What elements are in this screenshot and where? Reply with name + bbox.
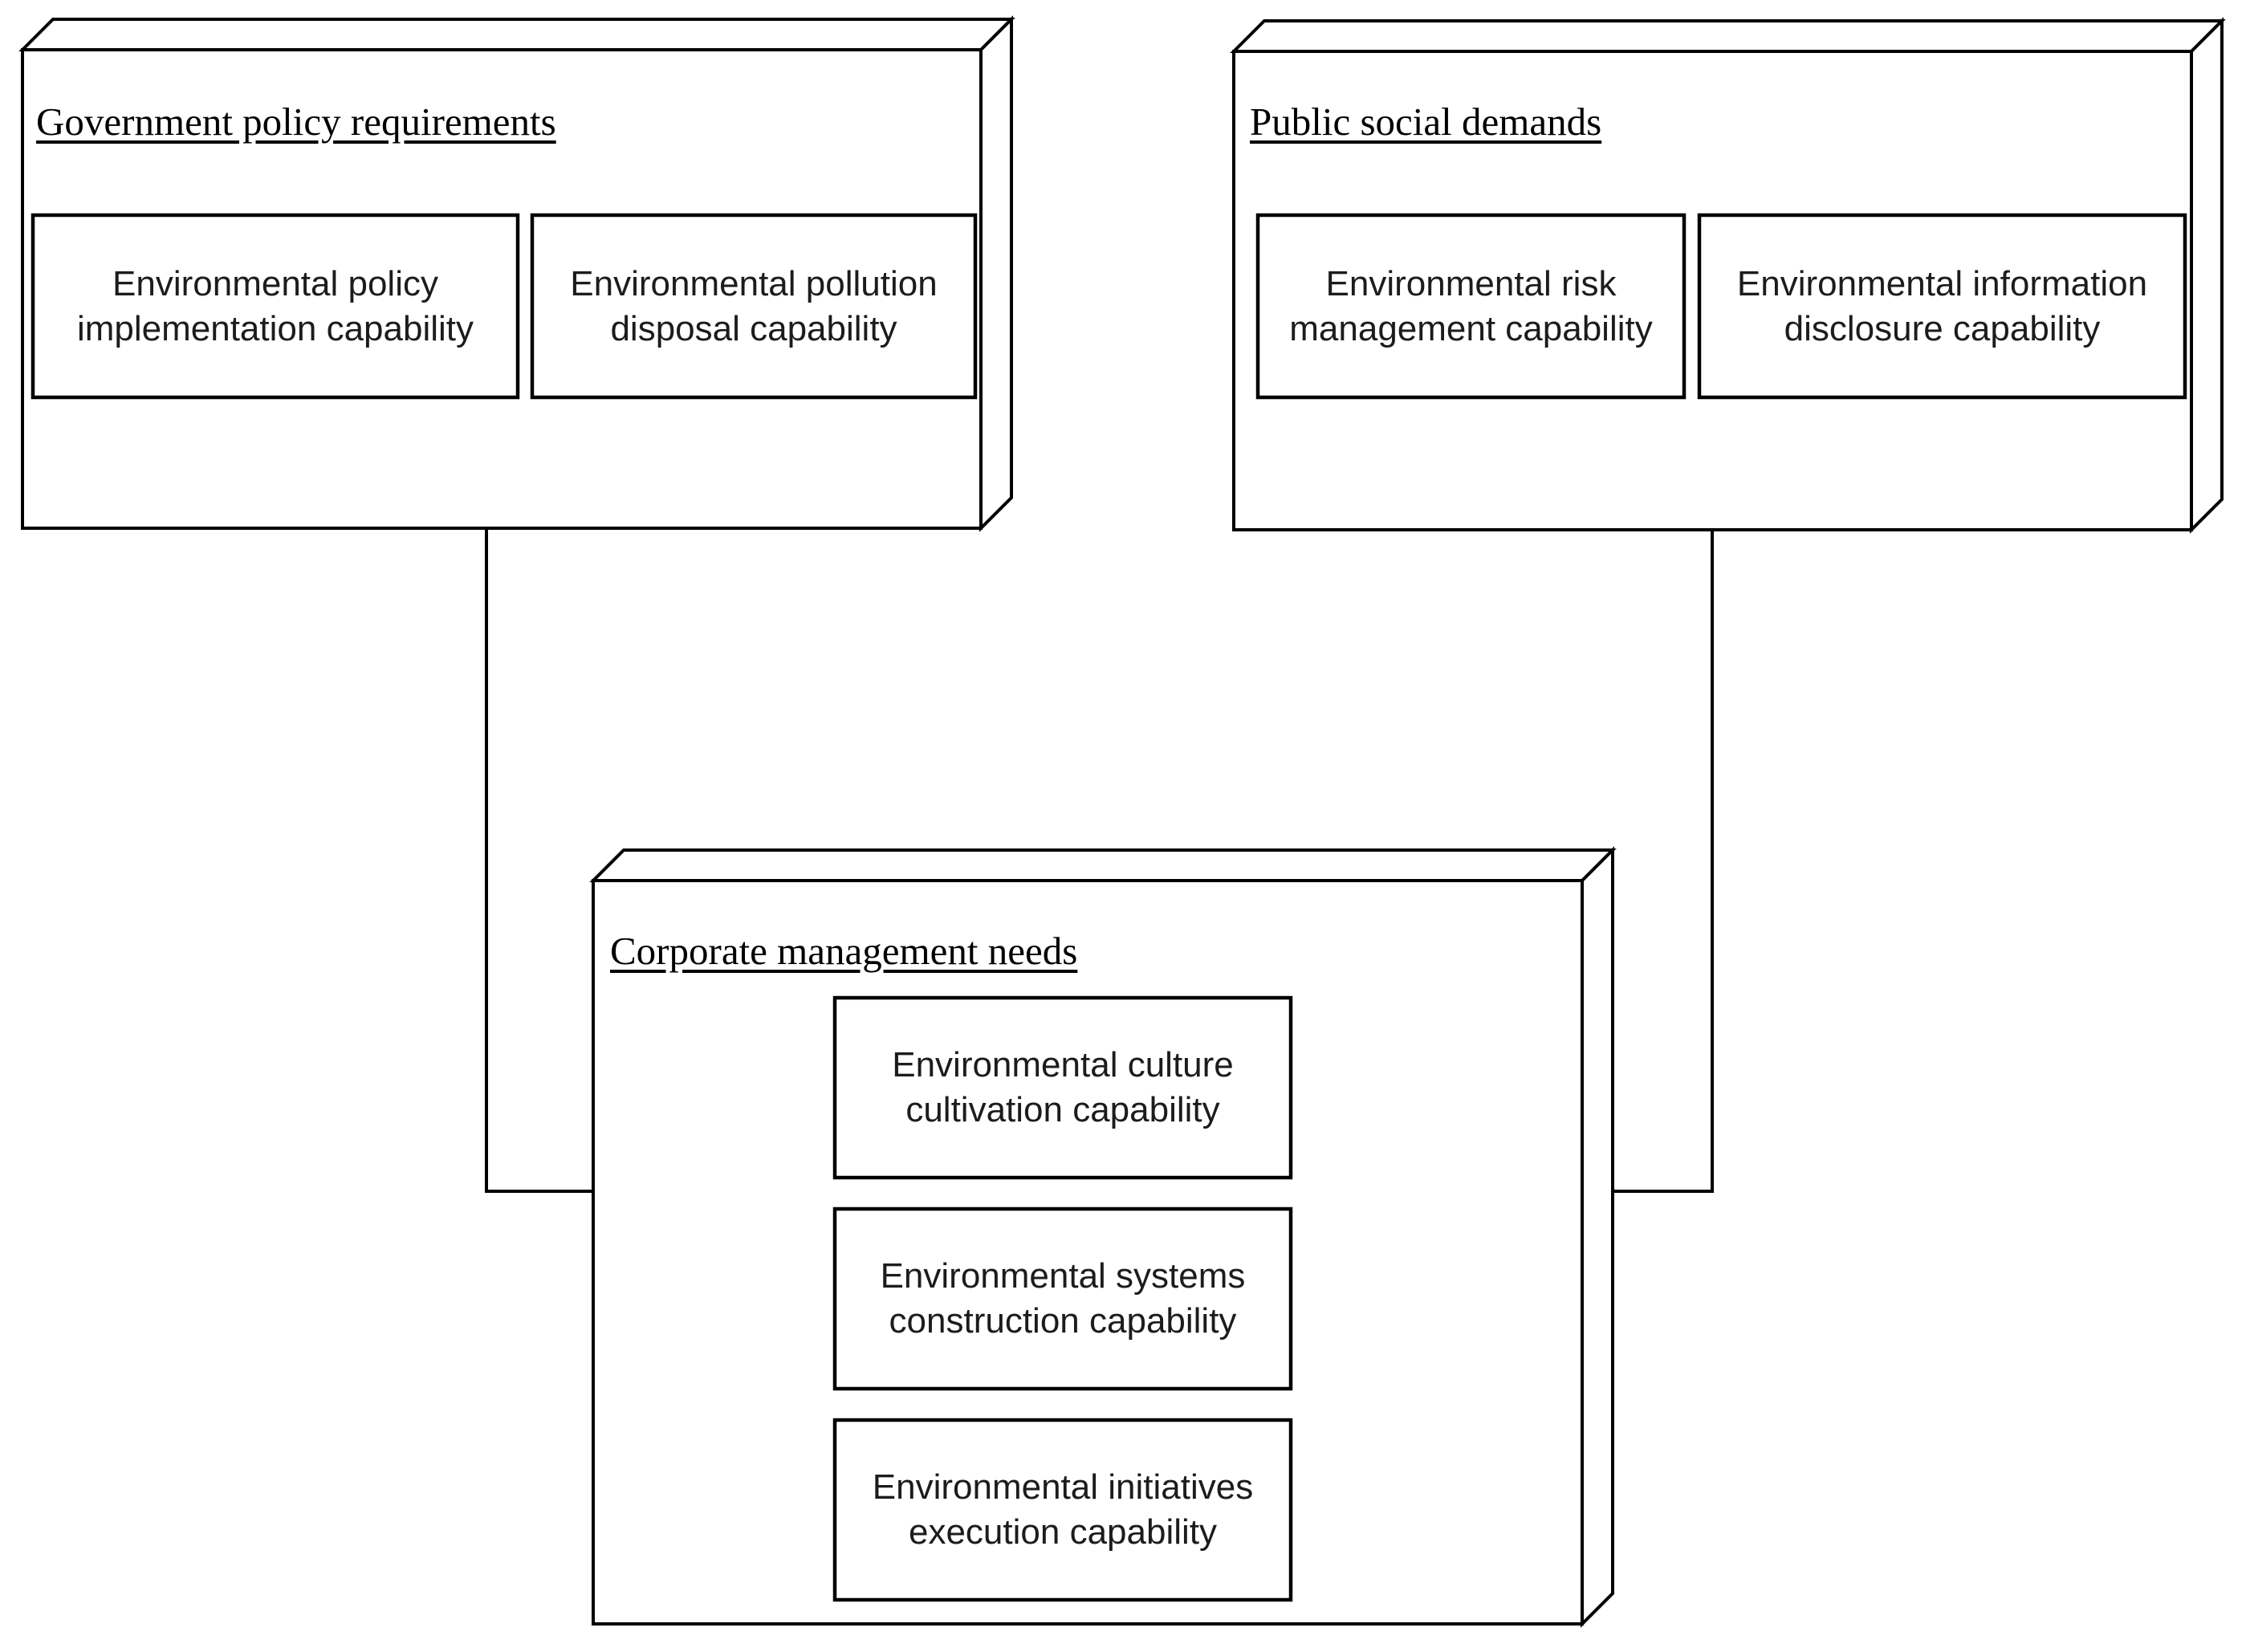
corporate-item-3-box (832, 1418, 1293, 1602)
corporate-item-2-box (832, 1206, 1293, 1391)
label-line: construction capability (889, 1301, 1237, 1341)
package-title-corporate: Corporate management needs (610, 929, 1078, 973)
public-item-1-box (1255, 213, 1687, 400)
capability-label-systems-construction: Environmental systems construction capab… (835, 1209, 1291, 1389)
public-package-shape (1230, 17, 2226, 534)
capability-label-policy-implementation: Environmental policy implementation capa… (33, 215, 518, 397)
label-line: Environmental policy (112, 263, 438, 303)
label-line: Environmental culture (892, 1045, 1234, 1084)
label-line: disclosure capability (1784, 308, 2101, 348)
corporate-top-face (589, 848, 1617, 882)
label-line: Environmental information (1736, 263, 2148, 303)
corporate-item-1-box (832, 995, 1293, 1180)
corporate-right-face (1581, 846, 1614, 1628)
government-top-face (18, 18, 1015, 51)
label-line: Environmental risk (1325, 263, 1617, 303)
label-line: execution capability (908, 1512, 1217, 1552)
government-right-face (979, 15, 1013, 532)
label-line: disposal capability (610, 308, 897, 348)
public-top-face (1230, 19, 2226, 53)
label-line: Environmental initiatives (872, 1467, 1254, 1507)
connector-government-corporate (485, 528, 593, 1193)
public-right-face (2190, 17, 2224, 534)
label-line: Environmental systems (880, 1256, 1246, 1296)
capability-label-culture-cultivation: Environmental culture cultivation capabi… (835, 998, 1291, 1178)
package-title-government: Government policy requirements (36, 100, 556, 144)
public-item-2-box (1697, 213, 2187, 400)
capability-label-information-disclosure: Environmental information disclosure cap… (1699, 215, 2185, 397)
label-line: implementation capability (76, 308, 474, 348)
package-title-public: Public social demands (1250, 100, 1602, 144)
capability-label-risk-management: Environmental risk management capability (1258, 215, 1684, 397)
label-line: cultivation capability (905, 1090, 1220, 1129)
label-line: Environmental pollution (570, 263, 938, 303)
connector-public-corporate (1613, 530, 1714, 1193)
corporate-package-shape (589, 846, 1617, 1628)
capability-label-pollution-disposal: Environmental pollution disposal capabil… (532, 215, 975, 397)
government-item-2-box (530, 213, 978, 400)
label-line: management capability (1289, 308, 1653, 348)
government-package-shape (18, 15, 1015, 532)
government-item-1-box (31, 213, 520, 400)
capability-label-initiatives-execution: Environmental initiatives execution capa… (835, 1420, 1291, 1600)
